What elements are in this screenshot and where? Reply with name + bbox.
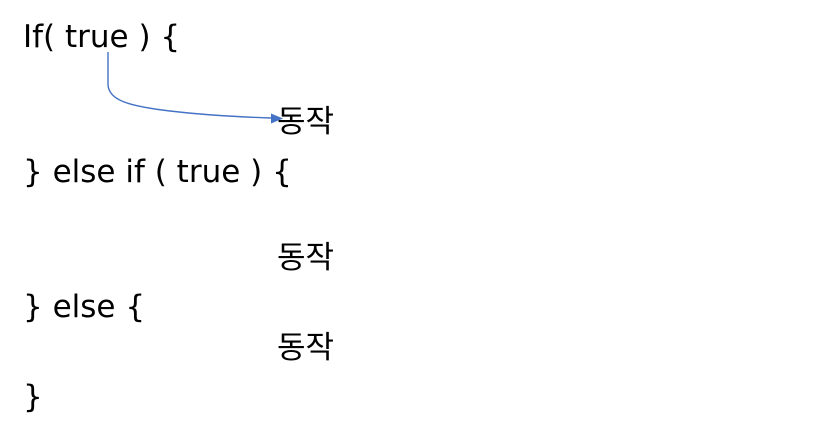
else-statement: } else { [23,289,146,325]
flow-arrow-path [107,52,272,119]
action-text-2: 동작 [277,240,335,276]
if-statement: If( true ) { [23,19,181,55]
closing-brace: } [23,379,43,415]
action-text-1: 동작 [277,104,335,140]
else-if-statement: } else if ( true ) { [23,154,292,190]
action-text-3: 동작 [277,330,335,366]
